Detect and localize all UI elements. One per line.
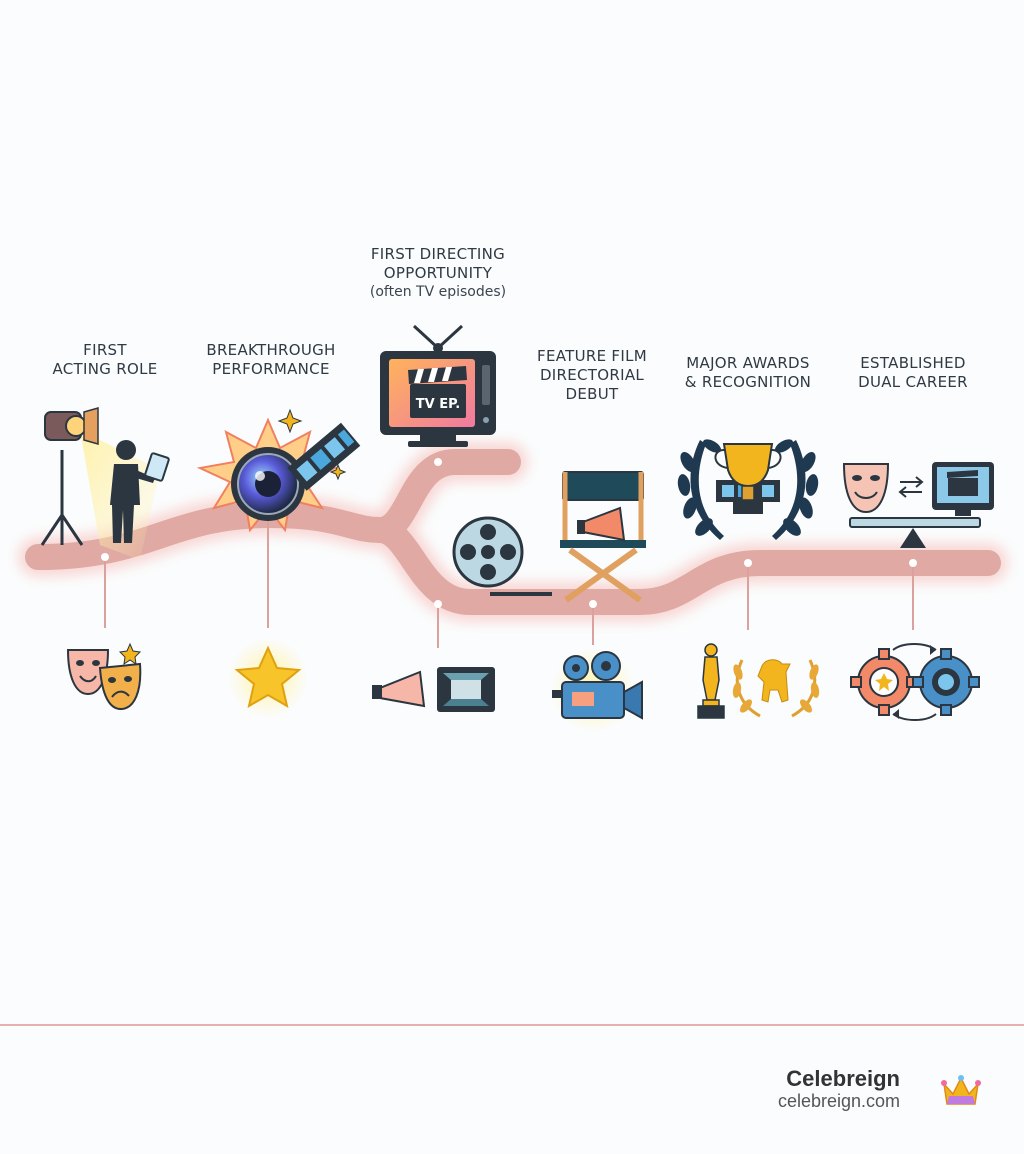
balance-beam-icon: [849, 517, 981, 548]
milestone-label-feature-film: FEATURE FILM DIRECTORIAL DEBUT: [537, 347, 647, 404]
label-line: DUAL CAREER: [858, 373, 968, 391]
clapperboard-icon: TV EP.: [408, 366, 467, 418]
film-reel-icon: [452, 516, 552, 596]
crown-icon: [941, 1075, 981, 1105]
monitor-icon: [932, 462, 994, 516]
label-line: MAJOR AWARDS: [686, 354, 810, 372]
megaphone-icon: [372, 670, 426, 708]
label-line: PERFORMANCE: [212, 360, 330, 378]
gears-icon: [850, 643, 980, 721]
sparkle-icon: [277, 408, 347, 481]
label-line: ACTING ROLE: [52, 360, 158, 378]
star-icon: [228, 638, 308, 718]
theater-masks-icon: [842, 463, 890, 514]
movie-camera-icon: [551, 648, 643, 732]
milestone-label-breakthrough: BREAKTHROUGH PERFORMANCE: [206, 341, 335, 379]
tv-label: TV EP.: [416, 397, 460, 412]
milestone-connectors: [104, 515, 914, 648]
milestone-label-major-awards: MAJOR AWARDS & RECOGNITION: [685, 354, 811, 392]
screen-icon: [437, 667, 495, 712]
oscar-statue-icon: [697, 643, 725, 719]
trophy-icon: [714, 443, 782, 514]
label-subtext: (often TV episodes): [369, 284, 507, 300]
bear-award-icon: [732, 659, 820, 718]
brand-name: Celebreign: [786, 1066, 900, 1091]
milestone-label-first-acting-role: FIRST ACTING ROLE: [52, 341, 157, 379]
career-timeline-diagram: FIRST ACTING ROLE BREAKTHROUGH PERFORMAN…: [18, 245, 1008, 732]
film-strip-icon: [287, 422, 361, 491]
footer-divider: [0, 1024, 1024, 1026]
label-line: DIRECTORIAL: [539, 366, 645, 384]
timeline-path: [25, 449, 1001, 615]
label-line: BREAKTHROUGH: [206, 341, 336, 359]
label-line: FIRST DIRECTING: [370, 245, 506, 263]
director-chair-icon: [560, 471, 646, 603]
megaphone-icon: [577, 506, 626, 542]
label-line: FIRST: [83, 341, 127, 359]
label-line: & RECOGNITION: [684, 373, 812, 391]
laurel-wreath-icon: [677, 439, 819, 540]
label-line: DEBUT: [565, 385, 619, 403]
label-line: ESTABLISHED: [860, 354, 966, 372]
actor-with-script-icon: [110, 440, 170, 543]
label-line: FEATURE FILM: [537, 347, 647, 365]
camera-lens-burst-icon: [196, 417, 339, 533]
swap-arrows-icon: [898, 476, 924, 498]
milestone-label-established: ESTABLISHED DUAL CAREER: [858, 354, 968, 392]
theater-masks-icon: [66, 642, 142, 711]
timeline-graphic: TV EP.: [18, 324, 1008, 732]
milestone-label-first-directing: FIRST DIRECTING OPPORTUNITY (often TV ep…: [370, 245, 506, 302]
milestone-dots: [101, 458, 917, 608]
brand-url: celebreign.com: [777, 1091, 900, 1111]
label-line: OPPORTUNITY: [383, 264, 493, 282]
